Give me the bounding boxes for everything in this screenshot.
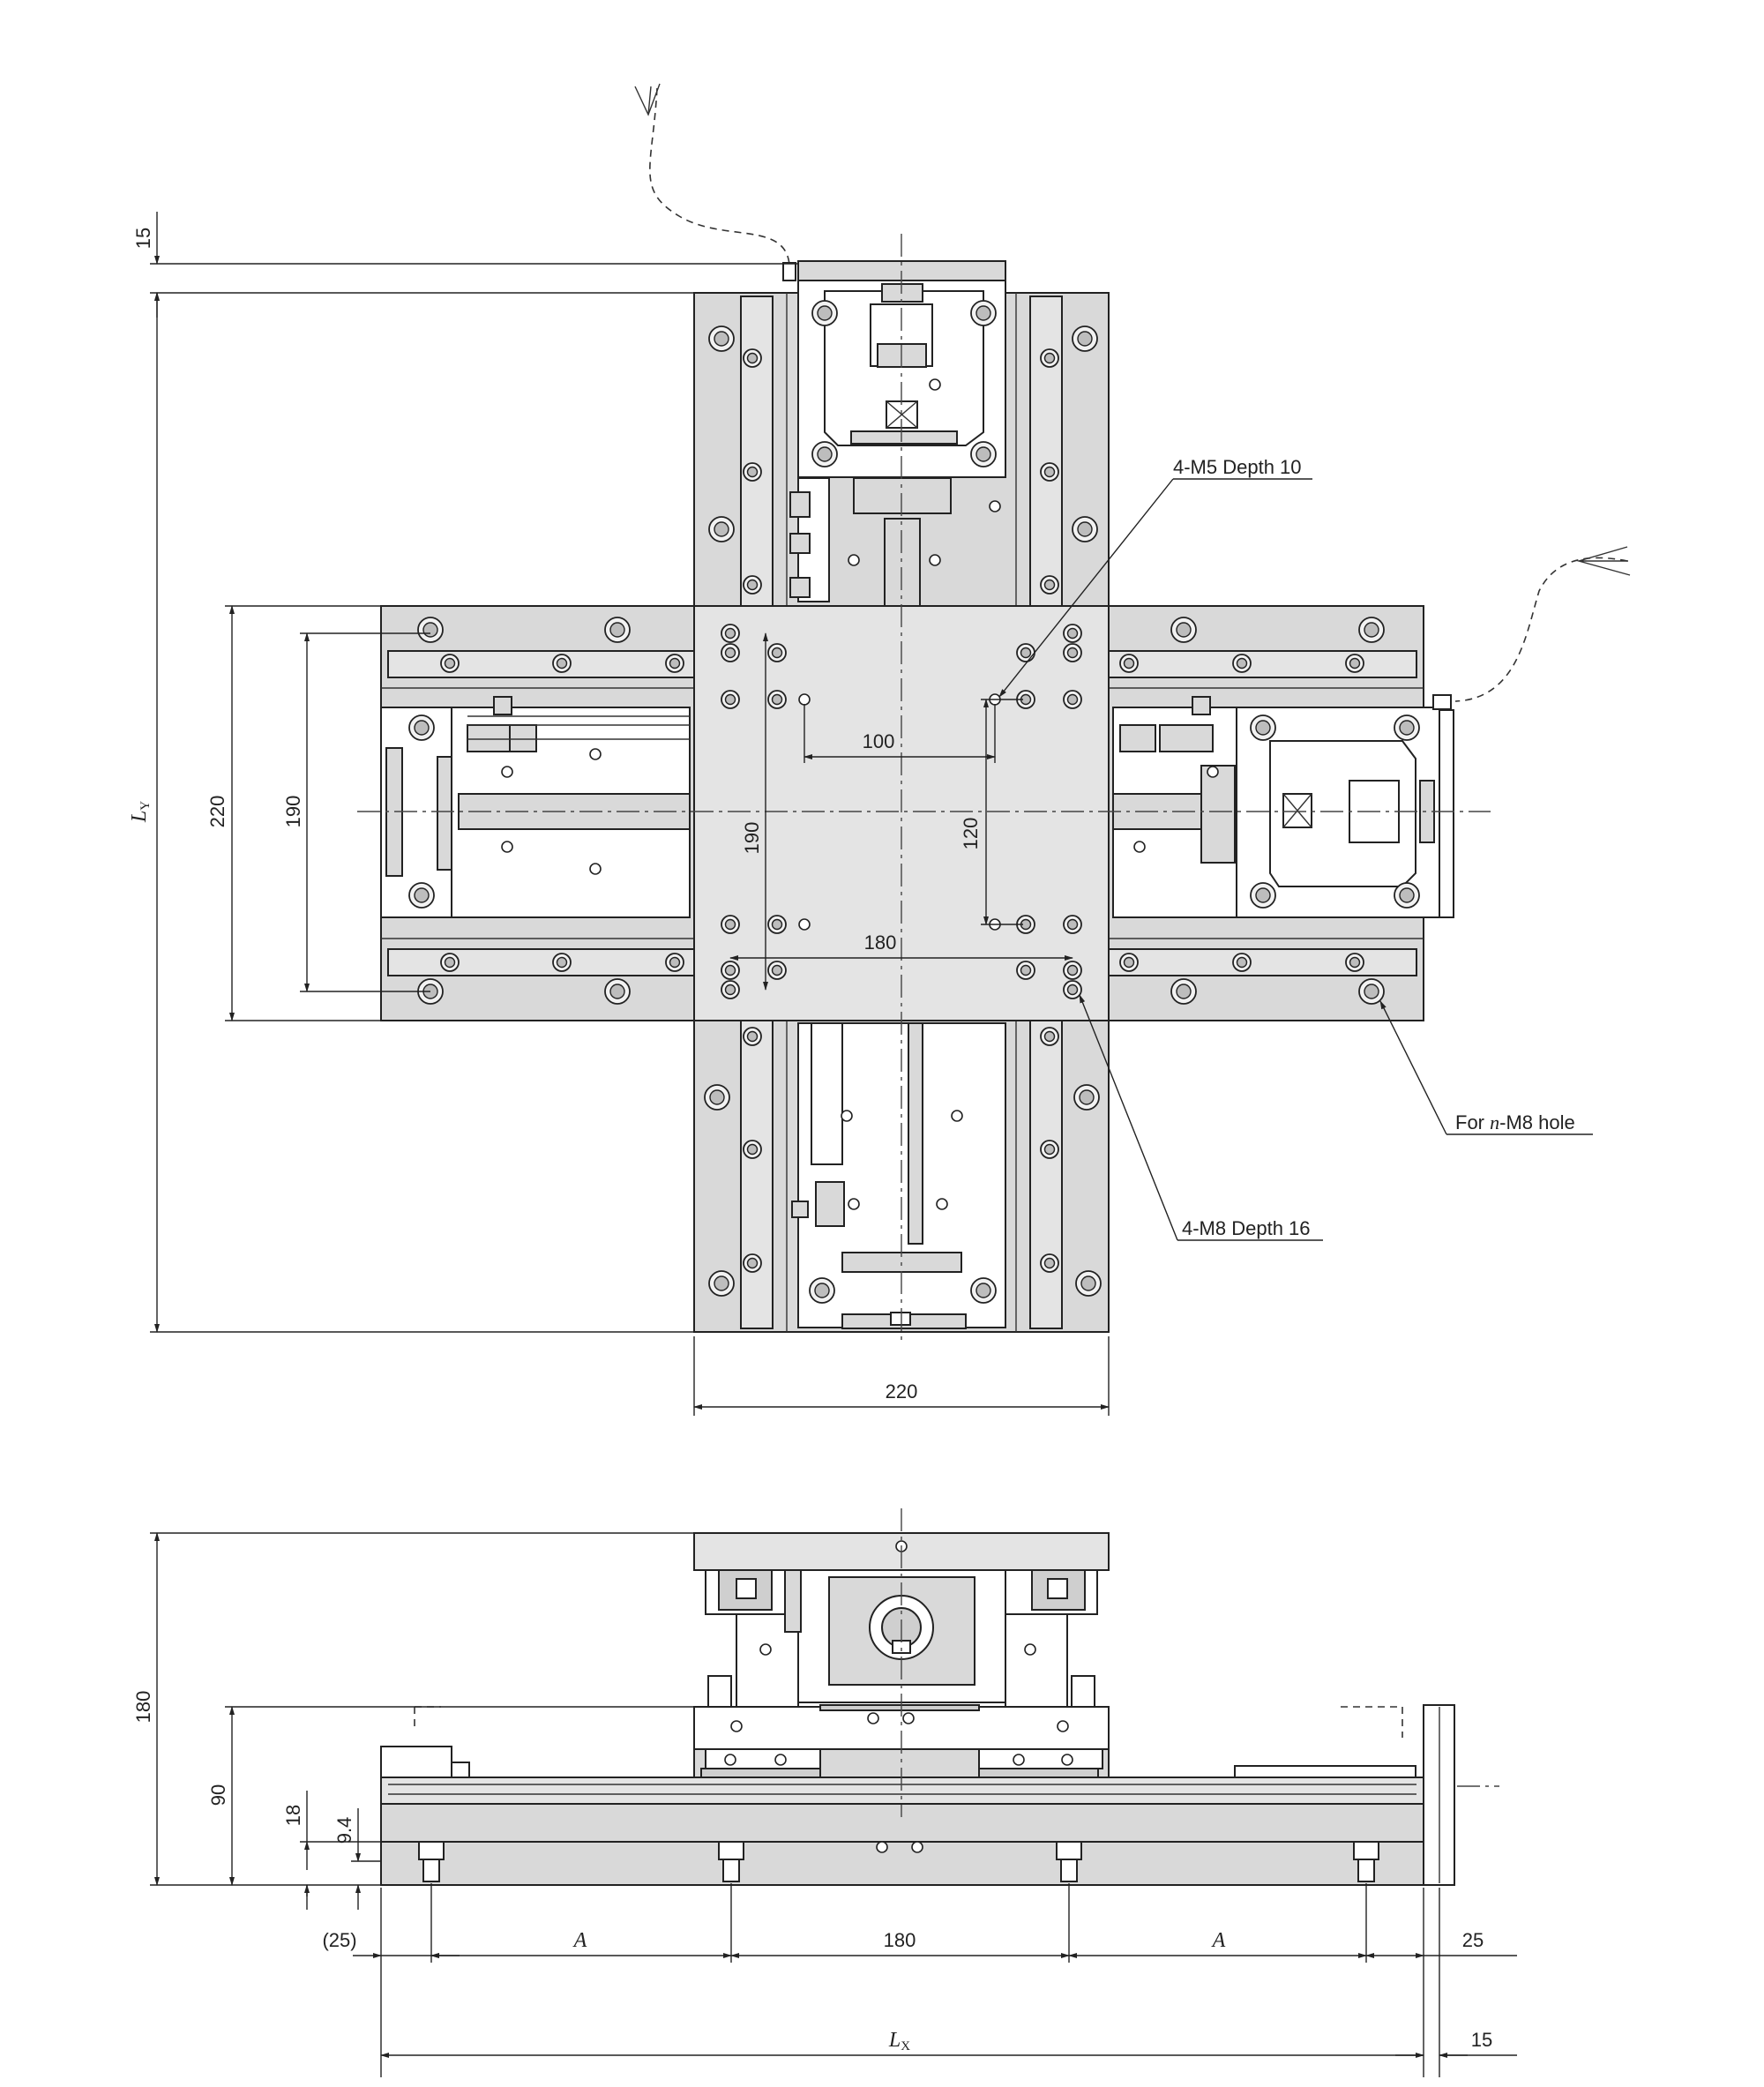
dim-left-25: (25) — [322, 1929, 356, 1951]
dim-pitch-a-left: A — [572, 1929, 587, 1952]
dim-9-4: 9.4 — [333, 1817, 355, 1844]
side-view: 180 90 18 9.4 (25) A 180 — [132, 1508, 1517, 2077]
dim-220-left: 220 — [206, 796, 228, 828]
dim-90: 90 — [207, 1784, 229, 1806]
dim-lx: LX — [888, 2029, 910, 2053]
dim-180-height: 180 — [132, 1691, 154, 1724]
dim-pitch-a-right: A — [1211, 1929, 1226, 1952]
dim-right-25: 25 — [1462, 1929, 1484, 1951]
dim-100: 100 — [863, 730, 895, 752]
dim-190-table: 190 — [741, 822, 763, 855]
dim-180-table: 180 — [864, 931, 897, 954]
callout-m5: 4-M5 Depth 10 — [1173, 456, 1302, 478]
side-x-base — [380, 1803, 1424, 1886]
dim-right-15: 15 — [1471, 2029, 1492, 2051]
dim-ly: LY — [128, 801, 153, 823]
dim-220-bottom: 220 — [886, 1380, 918, 1403]
dim-180-center: 180 — [884, 1929, 916, 1951]
side-bolts — [418, 1540, 1379, 1882]
callout-m8: 4-M8 Depth 16 — [1182, 1217, 1311, 1239]
callout-n-m8: For n-M8 hole — [1455, 1111, 1575, 1133]
dim-190-left: 190 — [282, 796, 304, 828]
top-view: 15 LY 220 190 190 100 120 180 — [128, 83, 1631, 1416]
dim-120: 120 — [960, 818, 982, 850]
dim-18: 18 — [282, 1805, 304, 1826]
dim-top-15: 15 — [132, 228, 154, 249]
